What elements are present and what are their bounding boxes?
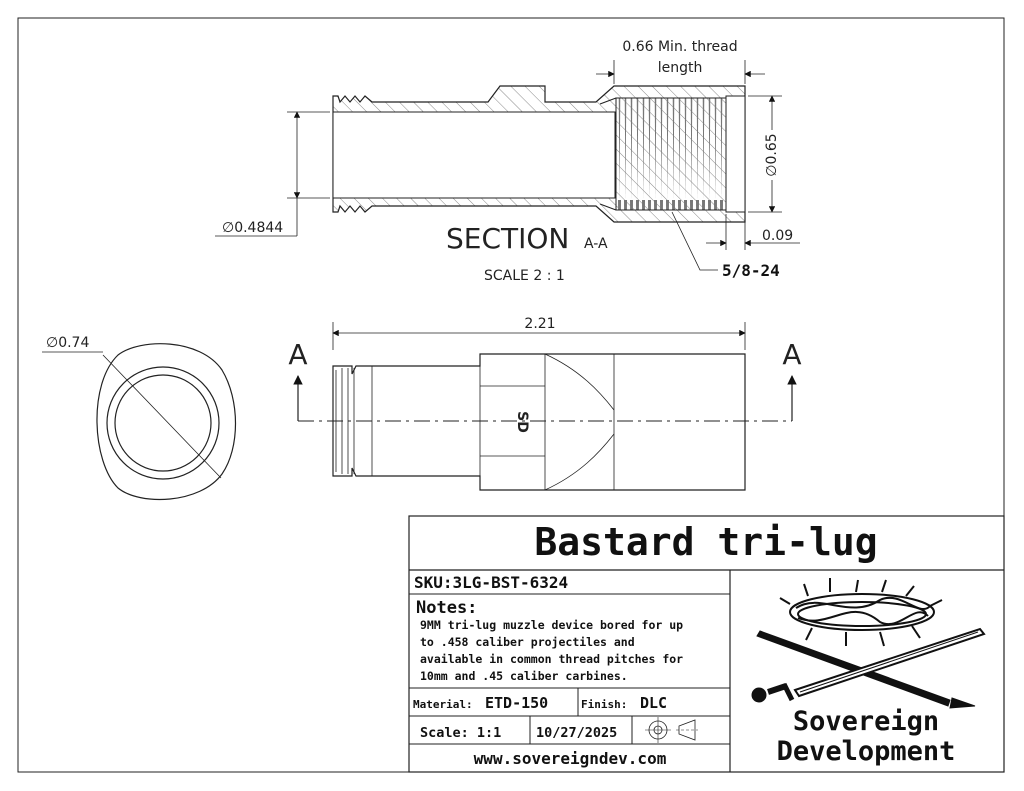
third-angle-projection-icon <box>645 717 698 743</box>
section-marker-left: A <box>288 338 307 371</box>
finish-value: DLC <box>640 694 667 712</box>
bore-diameter-label: ∅0.4844 <box>222 220 283 236</box>
end-view-bore-outer <box>106 366 220 480</box>
section-view: 0.66 Min. thread length ∅0.4844 ∅0.65 0.… <box>215 39 800 284</box>
title-block: Bastard tri-lug SKU:3LG-BST-6324 Notes: … <box>408 515 1005 773</box>
notes-line-1: 9MM tri-lug muzzle device bored for up <box>420 618 683 632</box>
side-view-body <box>332 353 746 491</box>
section-bore <box>332 111 616 199</box>
part-name: Bastard tri-lug <box>534 520 877 564</box>
finish-label: Finish: <box>581 698 627 711</box>
end-view-outer-lobes <box>96 343 236 501</box>
company-logo <box>751 578 986 709</box>
section-scale: SCALE 2 : 1 <box>484 268 565 284</box>
notes-line-2: to .458 caliber projectiles and <box>420 635 635 649</box>
end-view: ∅0.74 <box>42 335 236 501</box>
company-name-line-2: Development <box>777 736 956 767</box>
thread-spec-label: 5/8-24 <box>722 261 780 280</box>
side-view: SD 2.21 A A <box>288 316 802 491</box>
relief-width-label: 0.09 <box>762 228 793 244</box>
thread-length-label-2: length <box>658 60 703 76</box>
thread-diameter-label: ∅0.65 <box>764 133 780 176</box>
notes-line-4: 10mm and .45 caliber carbines. <box>420 669 628 683</box>
lug-engraving: SD <box>514 411 530 433</box>
website: www.sovereigndev.com <box>474 749 667 768</box>
section-marker-right: A <box>782 338 801 371</box>
notes-heading: Notes: <box>416 598 477 618</box>
thread-length-label-1: 0.66 Min. thread <box>622 39 737 55</box>
notes-line-3: available in common thread pitches for <box>420 652 683 666</box>
thread-region <box>615 97 727 211</box>
material-label: Material: <box>413 698 473 711</box>
company-name-line-1: Sovereign <box>793 706 939 737</box>
section-title: SECTION <box>446 222 569 255</box>
sku: SKU:3LG-BST-6324 <box>414 573 568 592</box>
end-view-bore-inner <box>114 374 212 472</box>
overall-length-label: 2.21 <box>524 316 555 332</box>
section-title-suffix: A-A <box>584 236 608 252</box>
crown-of-thorns-icon <box>779 578 943 647</box>
outer-diameter-label: ∅0.74 <box>46 335 89 351</box>
scale-value: Scale: 1:1 <box>420 725 501 741</box>
crossed-swords-icon <box>751 627 986 709</box>
thread-relief <box>725 95 746 213</box>
date-value: 10/27/2025 <box>536 725 617 741</box>
material-value: ETD-150 <box>485 694 548 712</box>
